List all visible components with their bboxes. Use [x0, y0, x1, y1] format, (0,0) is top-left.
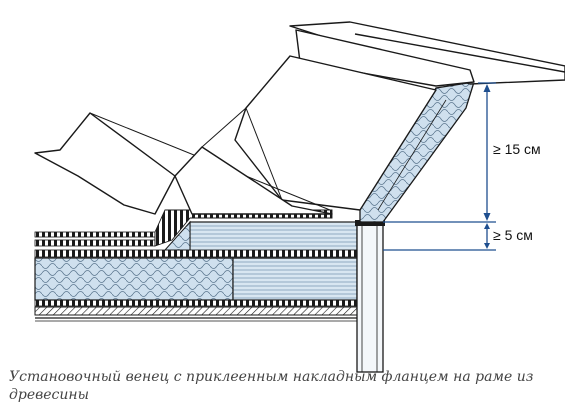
- roof-membrane-3: [34, 231, 156, 238]
- cant-strip: [163, 220, 191, 251]
- roof-slab: [34, 306, 358, 316]
- wall-frame-post: [356, 221, 384, 373]
- dome-flange: [295, 29, 475, 87]
- dimension-markers: [383, 82, 496, 251]
- dim-label-lower: ≥ 5 см: [493, 227, 533, 243]
- wall-frame: [355, 220, 385, 373]
- roof-insulation: [34, 257, 234, 301]
- dimension-arrowheads: [483, 84, 491, 249]
- upstand-insulation: [359, 81, 475, 223]
- roof-sheet-left: [34, 112, 176, 215]
- figure-caption: Установочный венец с приклеенным накладн…: [9, 369, 534, 403]
- skylight-dome: [34, 21, 565, 215]
- roof-membrane-2: [34, 239, 156, 247]
- dim-label-upper: ≥ 15 см: [493, 141, 541, 157]
- roof-deck: [34, 209, 358, 322]
- wood-frame-lower: [232, 257, 358, 301]
- upstand: [359, 81, 475, 223]
- roof-sheet-mid: [174, 146, 333, 215]
- vapour-layer: [34, 299, 358, 307]
- roof-membrane-1: [34, 249, 358, 258]
